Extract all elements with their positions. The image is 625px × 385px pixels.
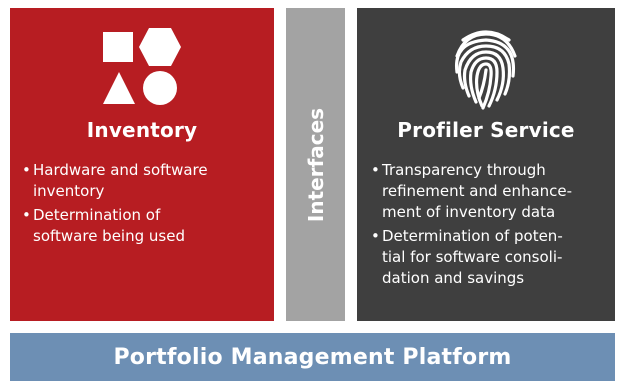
- list-item: Hardware and software inventory: [22, 160, 268, 202]
- bullet-line: Transparency through: [382, 161, 546, 179]
- profiler-panel: Profiler Service Transparency through re…: [357, 8, 615, 321]
- list-item: Determination of poten- tial for softwar…: [371, 226, 611, 289]
- bullet-line: tial for software consoli-: [382, 248, 563, 266]
- bullet-line: Determination of: [33, 206, 161, 224]
- interfaces-panel: Interfaces: [286, 8, 345, 321]
- bullet-line: dation and savings: [382, 269, 525, 287]
- interfaces-label: Interfaces: [303, 107, 328, 222]
- list-item: Transparency through refinement and enha…: [371, 160, 611, 223]
- list-item: Determination of software being used: [22, 205, 268, 247]
- bullet-line: refinement and enhance-: [382, 182, 573, 200]
- bullet-line: Determination of poten-: [382, 227, 563, 245]
- inventory-panel: Inventory Hardware and software inventor…: [10, 8, 274, 321]
- profiler-bullet-list: Transparency through refinement and enha…: [371, 160, 611, 292]
- shapes-icon: [10, 26, 274, 108]
- inventory-bullet-list: Hardware and software inventory Determin…: [22, 160, 268, 250]
- platform-label: Portfolio Management Platform: [113, 344, 512, 370]
- inventory-title: Inventory: [86, 118, 198, 142]
- fingerprint-icon: [357, 26, 615, 110]
- bullet-line: software being used: [33, 227, 185, 245]
- bullet-line: Hardware and software: [33, 161, 208, 179]
- platform-bar: Portfolio Management Platform: [10, 333, 615, 381]
- bullet-line: inventory: [33, 182, 105, 200]
- bullet-line: ment of inventory data: [382, 203, 556, 221]
- profiler-title: Profiler Service: [397, 118, 575, 142]
